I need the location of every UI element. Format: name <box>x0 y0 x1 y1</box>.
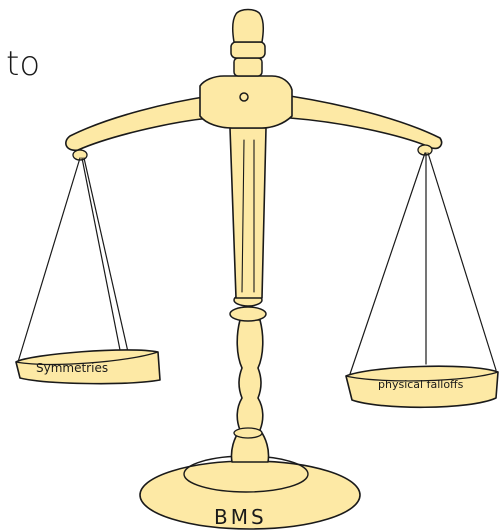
scale-base: BMS <box>139 455 361 530</box>
right-pan-label: physical falloffs <box>378 378 464 391</box>
left-pan-assembly: Symmetries <box>15 157 161 385</box>
right-pan <box>345 365 499 409</box>
scale-pillar <box>229 127 270 463</box>
base-label: BMS <box>214 505 267 529</box>
left-pan <box>15 349 161 385</box>
left-pan-label: Symmetries <box>36 361 108 375</box>
right-pan-assembly: physical falloffs <box>345 152 499 409</box>
scale-top-post <box>199 8 293 129</box>
corner-text: to <box>6 44 40 84</box>
